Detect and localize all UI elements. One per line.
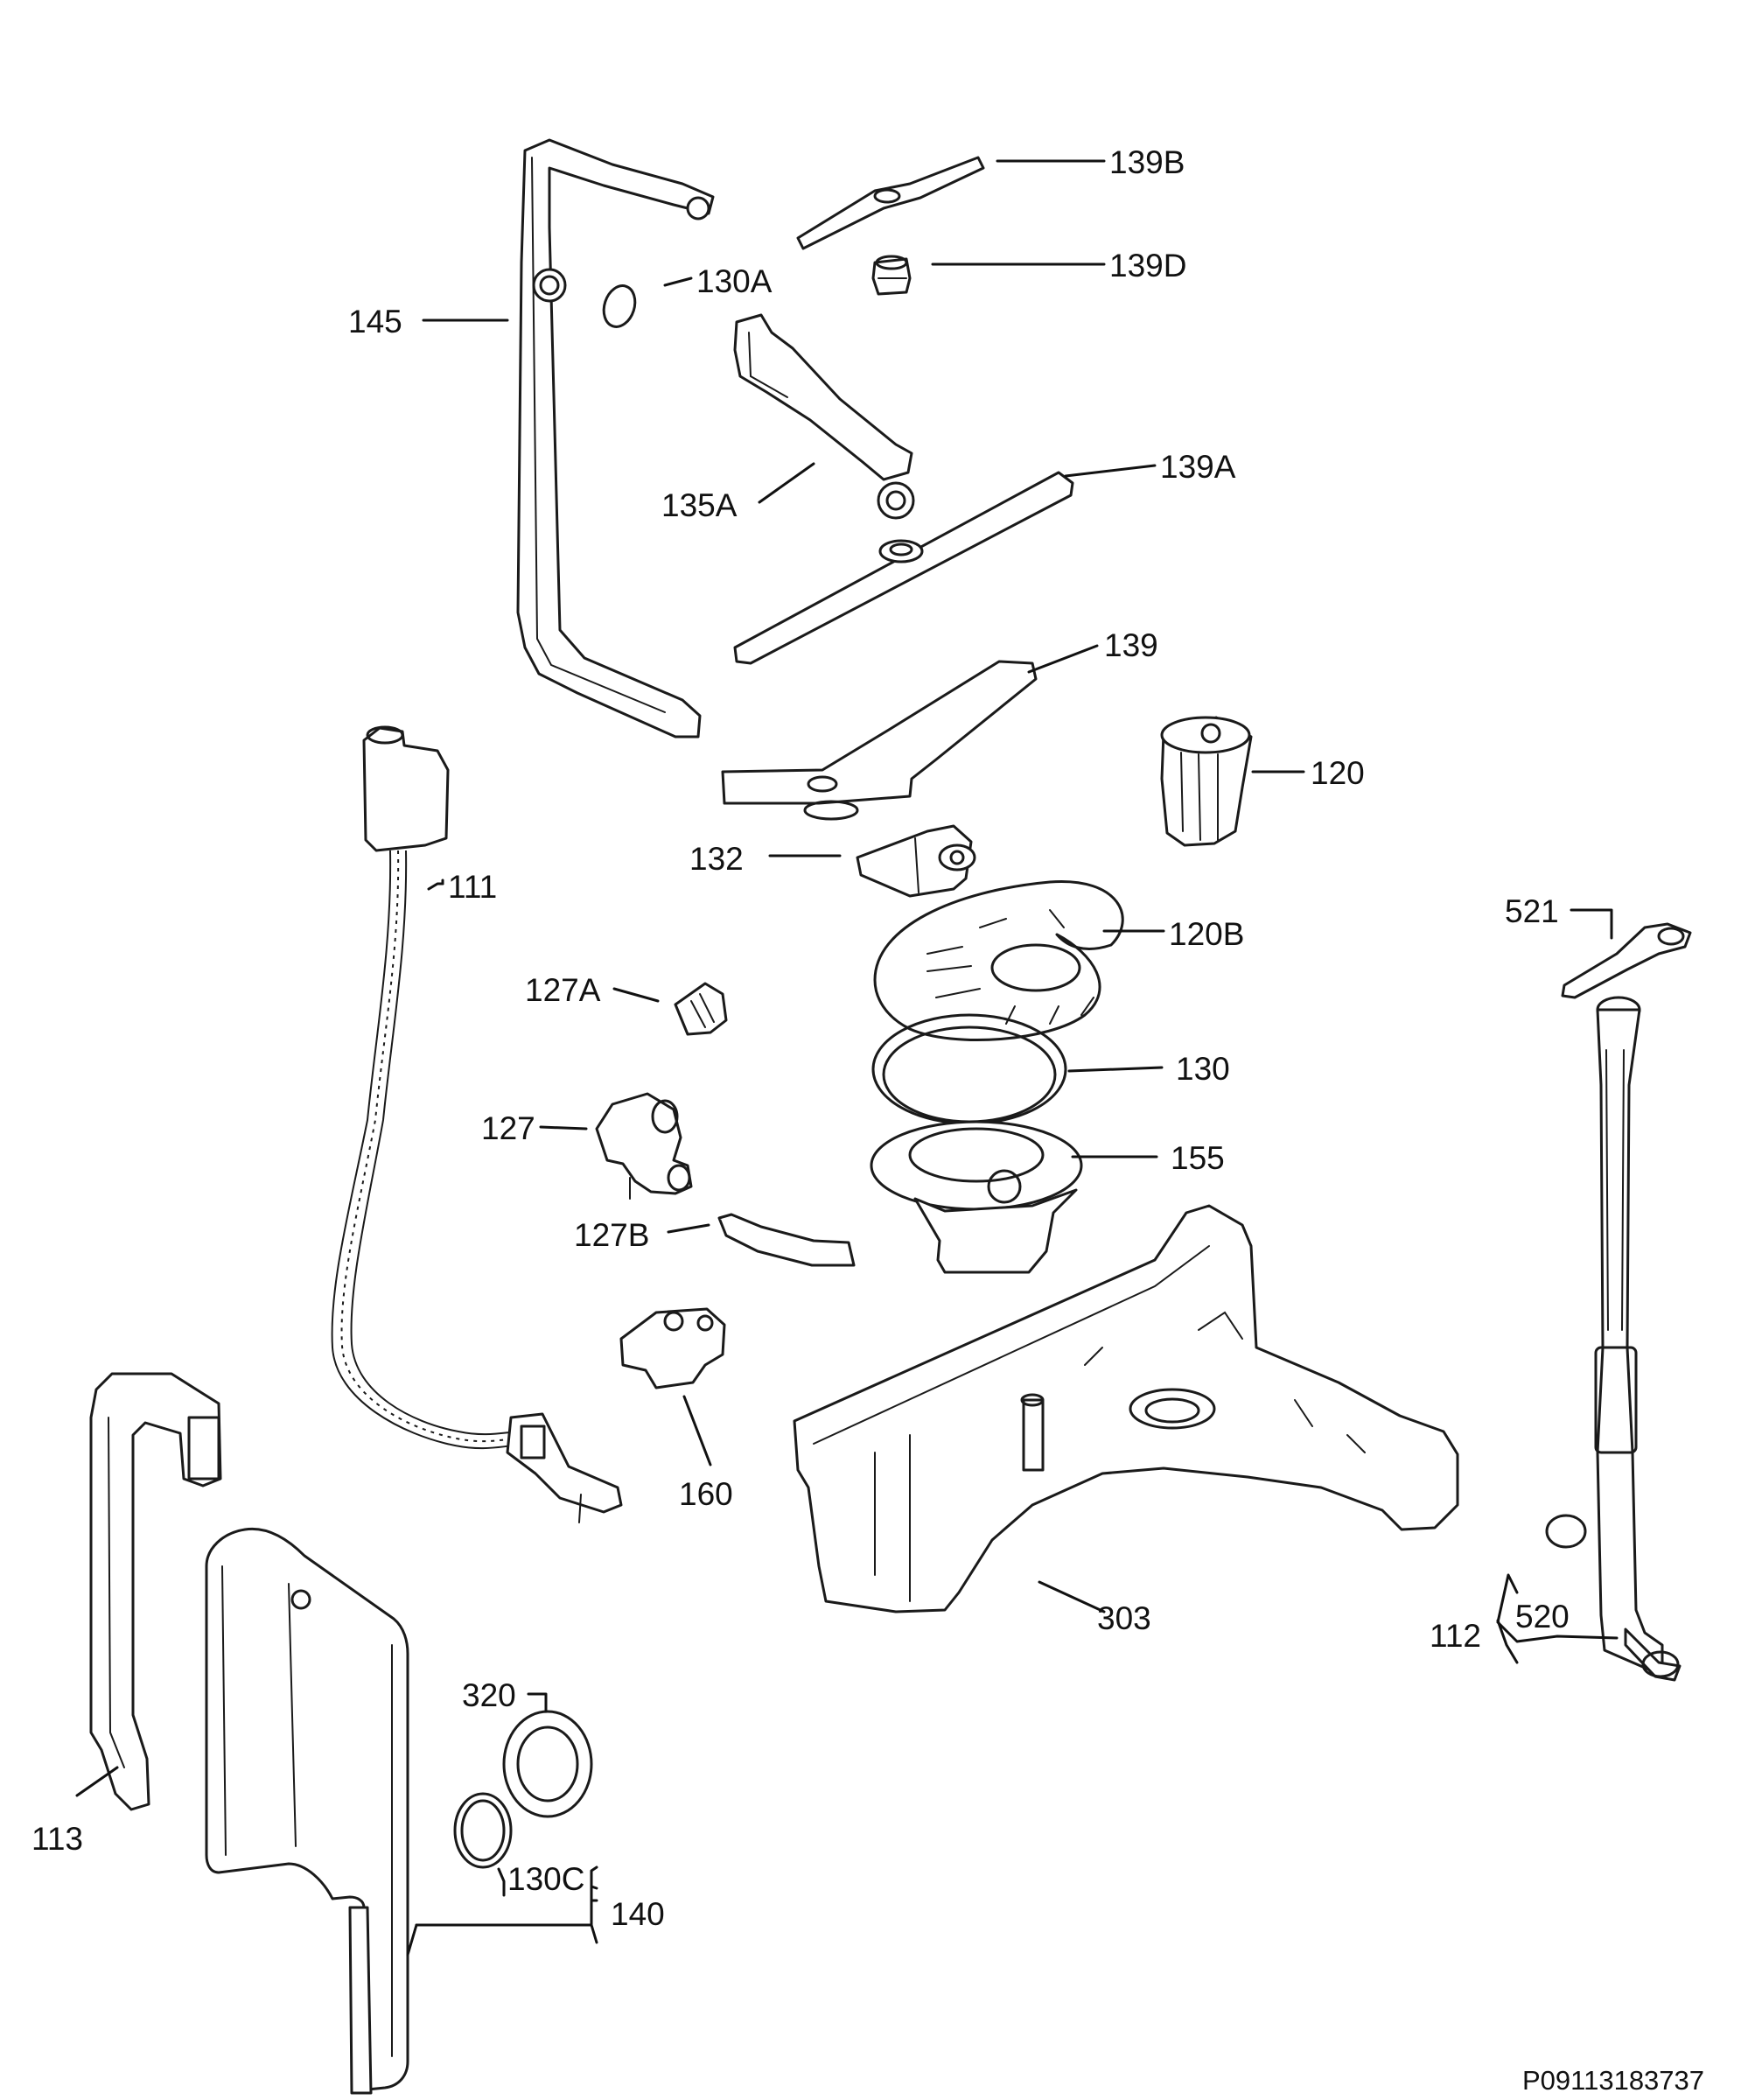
part-320-ring bbox=[502, 1710, 593, 1818]
label-303: 303 bbox=[1097, 1600, 1151, 1636]
label-130A: 130A bbox=[696, 263, 773, 299]
label-320: 320 bbox=[462, 1677, 516, 1713]
label-120B: 120B bbox=[1169, 916, 1244, 952]
label-139: 139 bbox=[1104, 627, 1158, 663]
part-130A-o-ring bbox=[602, 284, 637, 328]
part-139B-upper-spray-arm bbox=[796, 156, 985, 250]
part-521-clip bbox=[1561, 922, 1692, 999]
part-130C-o-ring bbox=[453, 1792, 513, 1869]
label-127A: 127A bbox=[525, 972, 601, 1008]
label-520: 520 bbox=[1515, 1599, 1570, 1634]
label-139B: 139B bbox=[1109, 144, 1185, 180]
label-127B: 127B bbox=[574, 1217, 649, 1253]
label-521: 521 bbox=[1505, 893, 1559, 929]
part-139D-nozzle-nut bbox=[871, 255, 912, 296]
part-127B-hose bbox=[717, 1213, 856, 1267]
label-135A: 135A bbox=[661, 487, 738, 523]
label-112: 112 bbox=[1430, 1618, 1481, 1654]
part-111-fill-hose bbox=[331, 725, 623, 1523]
part-155-sump bbox=[870, 1120, 1083, 1274]
label-127: 127 bbox=[481, 1110, 535, 1146]
part-303-base bbox=[793, 1204, 1459, 1614]
part-120B-filter-plate bbox=[873, 880, 1124, 1042]
leader-lines bbox=[75, 159, 1619, 1956]
part-112-drain-hose bbox=[1545, 996, 1682, 1682]
part-132-bracket bbox=[856, 824, 976, 898]
label-155: 155 bbox=[1171, 1140, 1225, 1176]
label-145: 145 bbox=[348, 304, 402, 340]
part-145-supply-tube bbox=[516, 138, 715, 738]
label-111: 111 bbox=[448, 869, 497, 905]
label-140: 140 bbox=[611, 1896, 665, 1932]
label-139D: 139D bbox=[1109, 248, 1186, 284]
part-139A-spray-arm bbox=[733, 471, 1074, 665]
part-113-air-duct bbox=[89, 1372, 222, 1811]
label-160: 160 bbox=[679, 1476, 733, 1512]
part-140-side-panel bbox=[205, 1527, 409, 2095]
part-135A-bracket bbox=[733, 313, 915, 520]
part-120-filter bbox=[1160, 716, 1253, 847]
label-132: 132 bbox=[689, 841, 744, 877]
part-139-lower-spray-arm bbox=[721, 660, 1038, 821]
part-160-pressure-switch bbox=[619, 1307, 726, 1390]
drawing-code: P09113183737 bbox=[1522, 2065, 1704, 2096]
label-120: 120 bbox=[1311, 755, 1365, 791]
label-130: 130 bbox=[1176, 1051, 1230, 1087]
label-113: 113 bbox=[31, 1821, 83, 1857]
label-139A: 139A bbox=[1160, 449, 1236, 485]
label-130C: 130C bbox=[507, 1861, 584, 1897]
part-127-elbow bbox=[595, 1092, 693, 1200]
part-labels: 139B 139D 130A 145 135A 139A 139 120 132… bbox=[31, 144, 1704, 2096]
part-127A-coupling bbox=[674, 982, 728, 1036]
